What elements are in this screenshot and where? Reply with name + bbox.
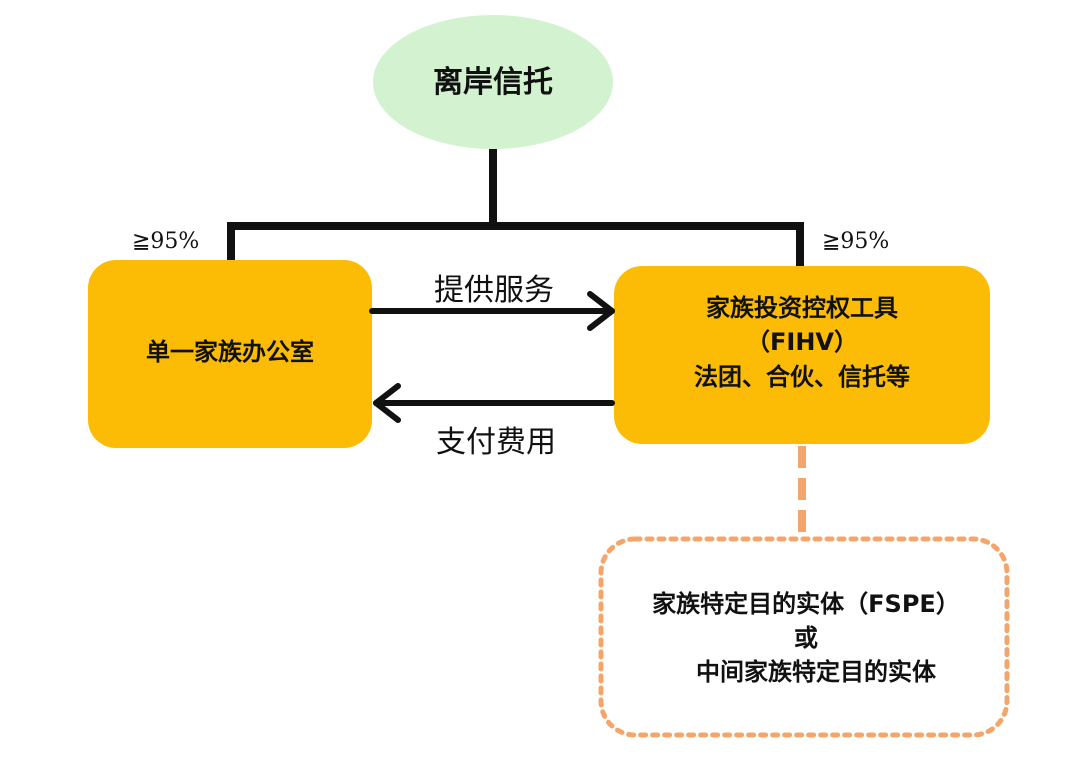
node-fihv [614,266,990,444]
node-fspe-line3: 中间家族特定目的实体 [696,658,937,686]
node-fspe-line2: 或 [794,624,818,652]
ownership-connector [227,149,804,268]
node-fihv-line3: 法团、合伙、信托等 [694,363,910,391]
service-label: 提供服务 [434,273,554,308]
node-offshore-trust-label: 离岸信托 [433,65,553,100]
node-fihv-line2: （FIHV） [746,328,858,356]
node-offshore-trust [373,15,613,149]
node-single-family-office-label: 单一家族办公室 [146,338,314,366]
payment-arrow [373,383,615,423]
node-fspe [598,536,1010,738]
node-fspe-line1: 家族特定目的实体（FSPE） [652,590,960,618]
payment-label: 支付费用 [436,425,556,460]
service-arrow [369,291,615,331]
right-ownership-percent: ≧95% [822,229,889,254]
node-fihv-line1: 家族投资控权工具 [706,294,898,322]
left-ownership-percent: ≧95% [132,229,199,254]
node-single-family-office [88,260,372,448]
